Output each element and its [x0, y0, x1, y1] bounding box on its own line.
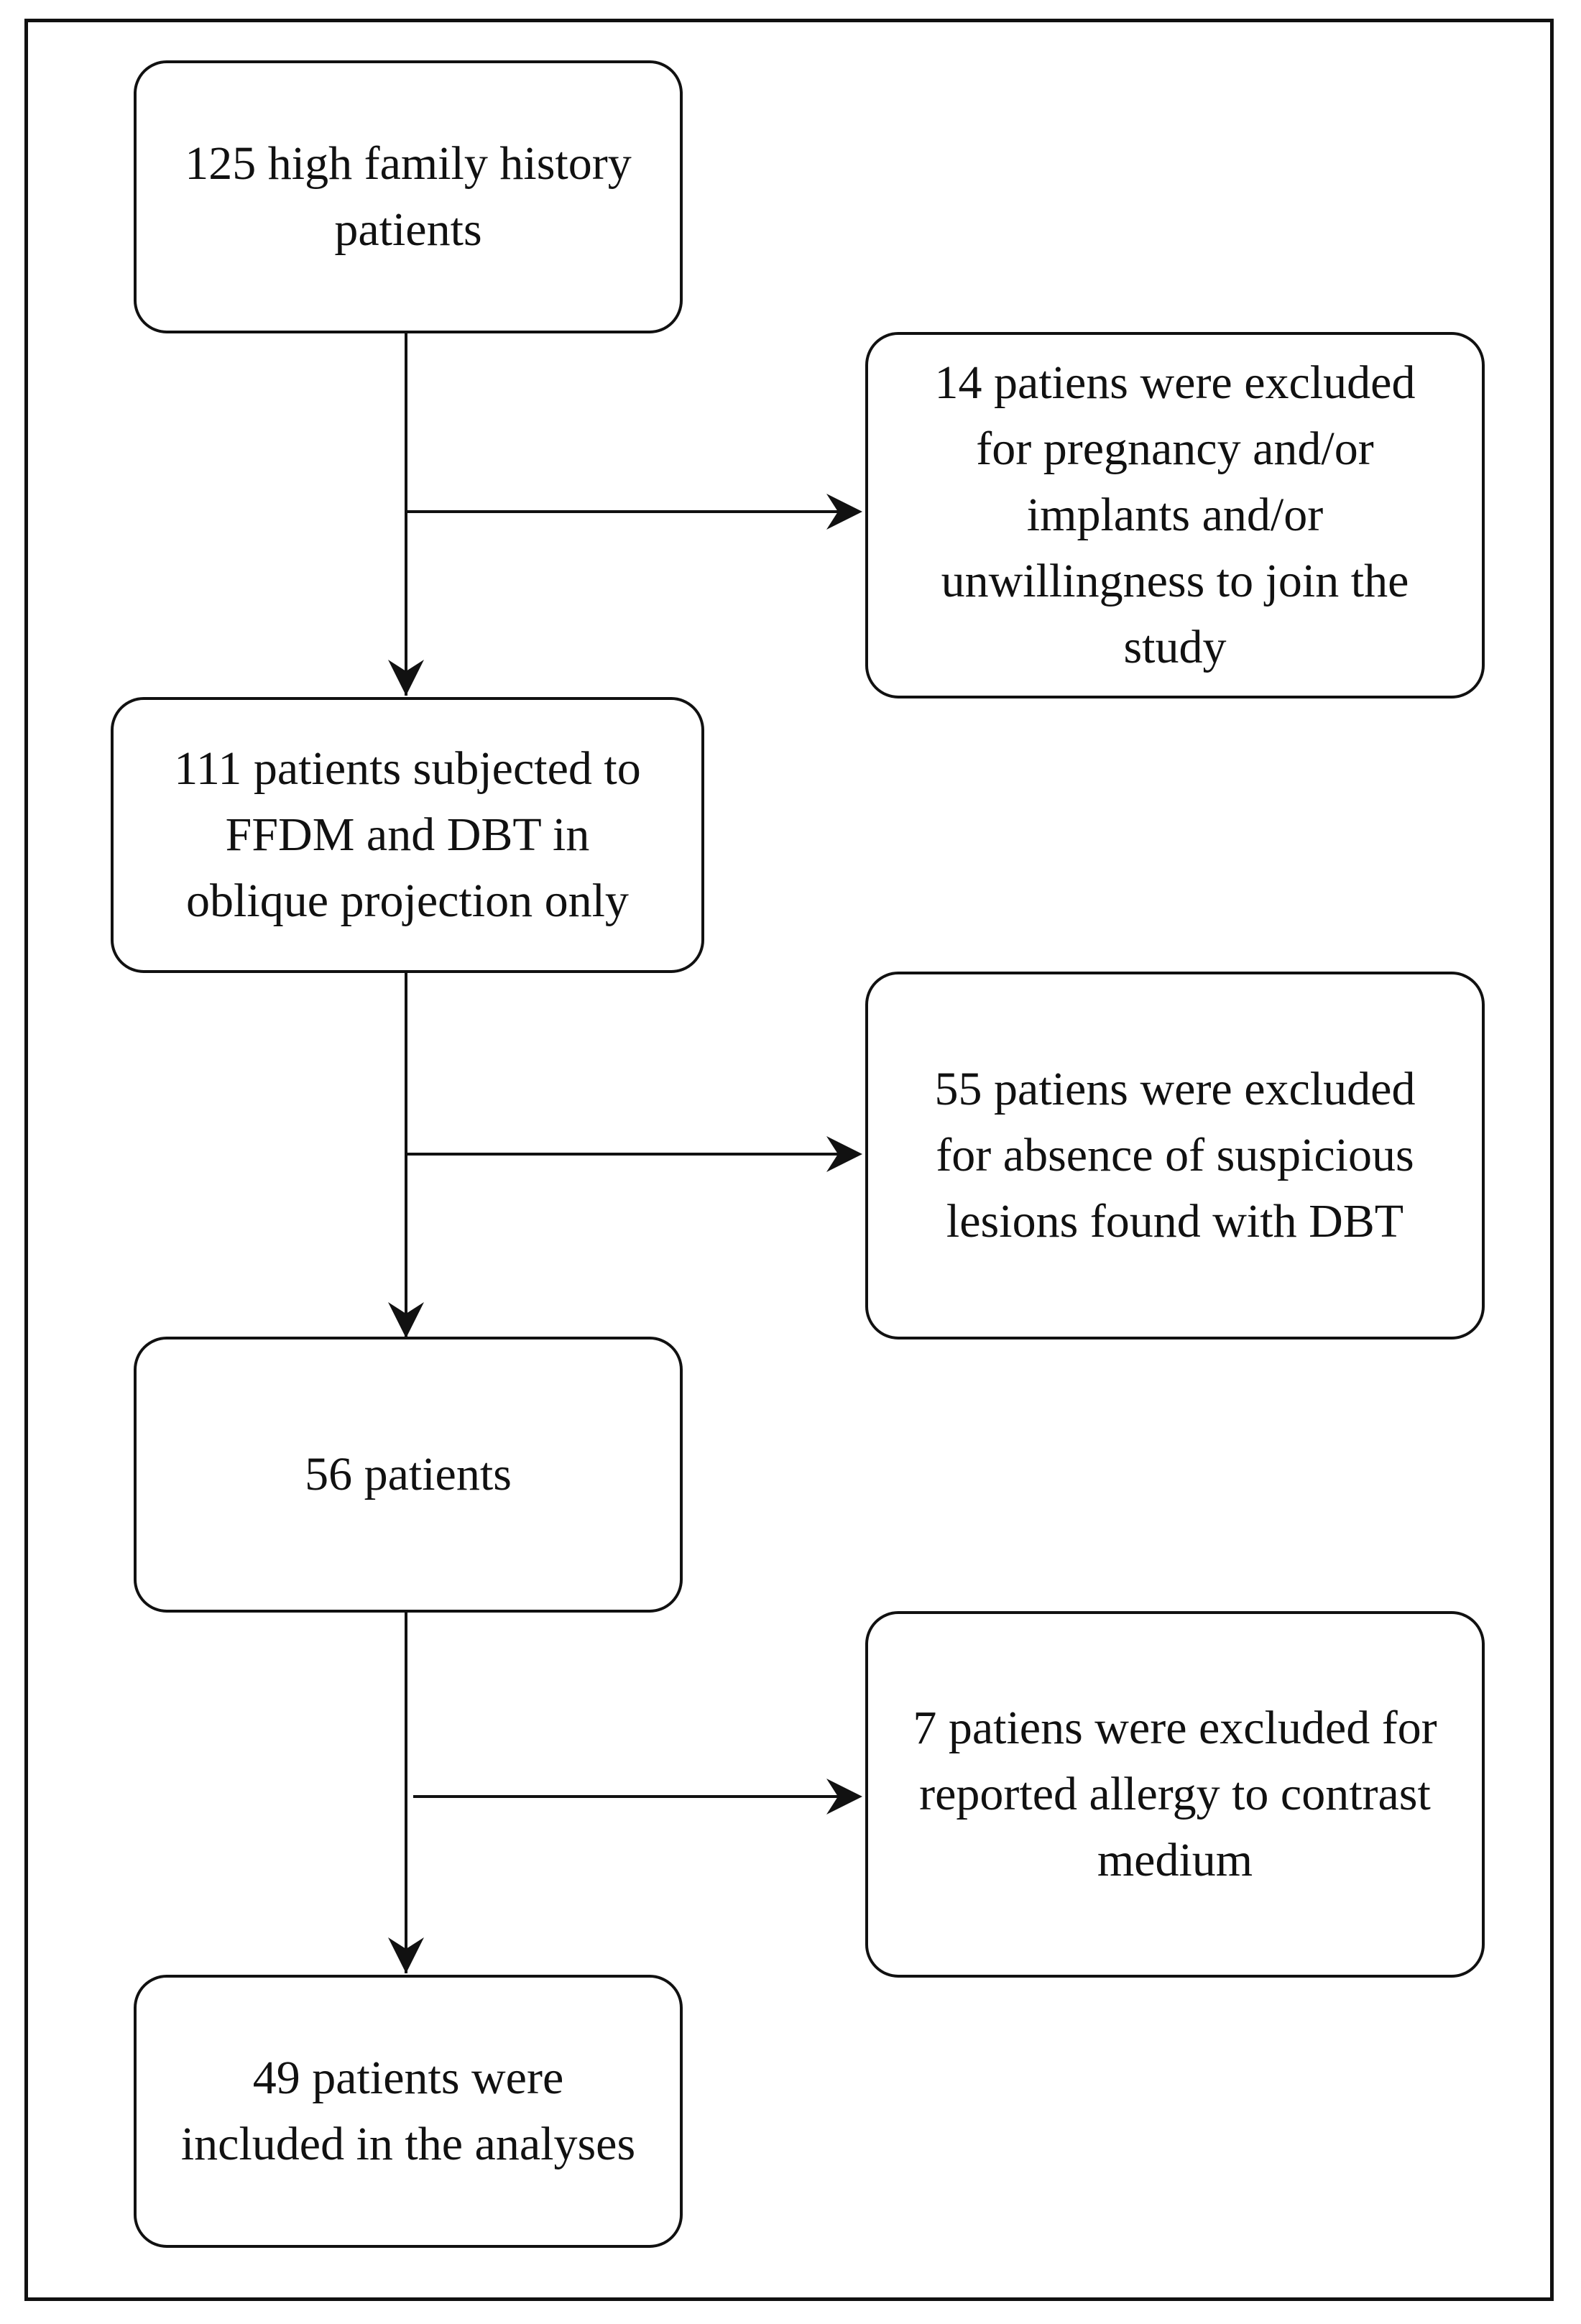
- excluded-box-3: 7 patiens were excluded for reported all…: [865, 1611, 1485, 1978]
- excluded-text-2: 55 patiens were excluded for absence of …: [934, 1063, 1416, 1248]
- step-3-box: 56 patients: [134, 1337, 683, 1613]
- arrowhead-excluded3: [826, 1779, 862, 1815]
- step-2-text: 111 patients subjected to FFDM and DBT i…: [174, 742, 641, 927]
- arrowhead-step3: [388, 1302, 424, 1338]
- excluded-box-1: 14 patiens were excluded for pregnancy a…: [865, 332, 1485, 698]
- start-box: 125 high family history patients: [134, 60, 683, 333]
- arrowhead-excluded2: [826, 1136, 862, 1172]
- step-2-box: 111 patients subjected to FFDM and DBT i…: [111, 697, 704, 973]
- final-text: 49 patients were included in the analyse…: [180, 2052, 636, 2170]
- arrowhead-excluded1: [826, 494, 862, 530]
- diagram-frame: [24, 19, 1554, 2301]
- excluded-box-2: 55 patiens were excluded for absence of …: [865, 972, 1485, 1339]
- excluded-text-3: 7 patiens were excluded for reported all…: [913, 1702, 1437, 1886]
- arrowhead-final: [388, 1937, 424, 1973]
- arrowhead-step2: [388, 660, 424, 696]
- excluded-text-1: 14 patiens were excluded for pregnancy a…: [934, 356, 1416, 673]
- final-box: 49 patients were included in the analyse…: [134, 1975, 683, 2248]
- step-3-text: 56 patients: [305, 1448, 512, 1500]
- start-text: 125 high family history patients: [185, 137, 632, 256]
